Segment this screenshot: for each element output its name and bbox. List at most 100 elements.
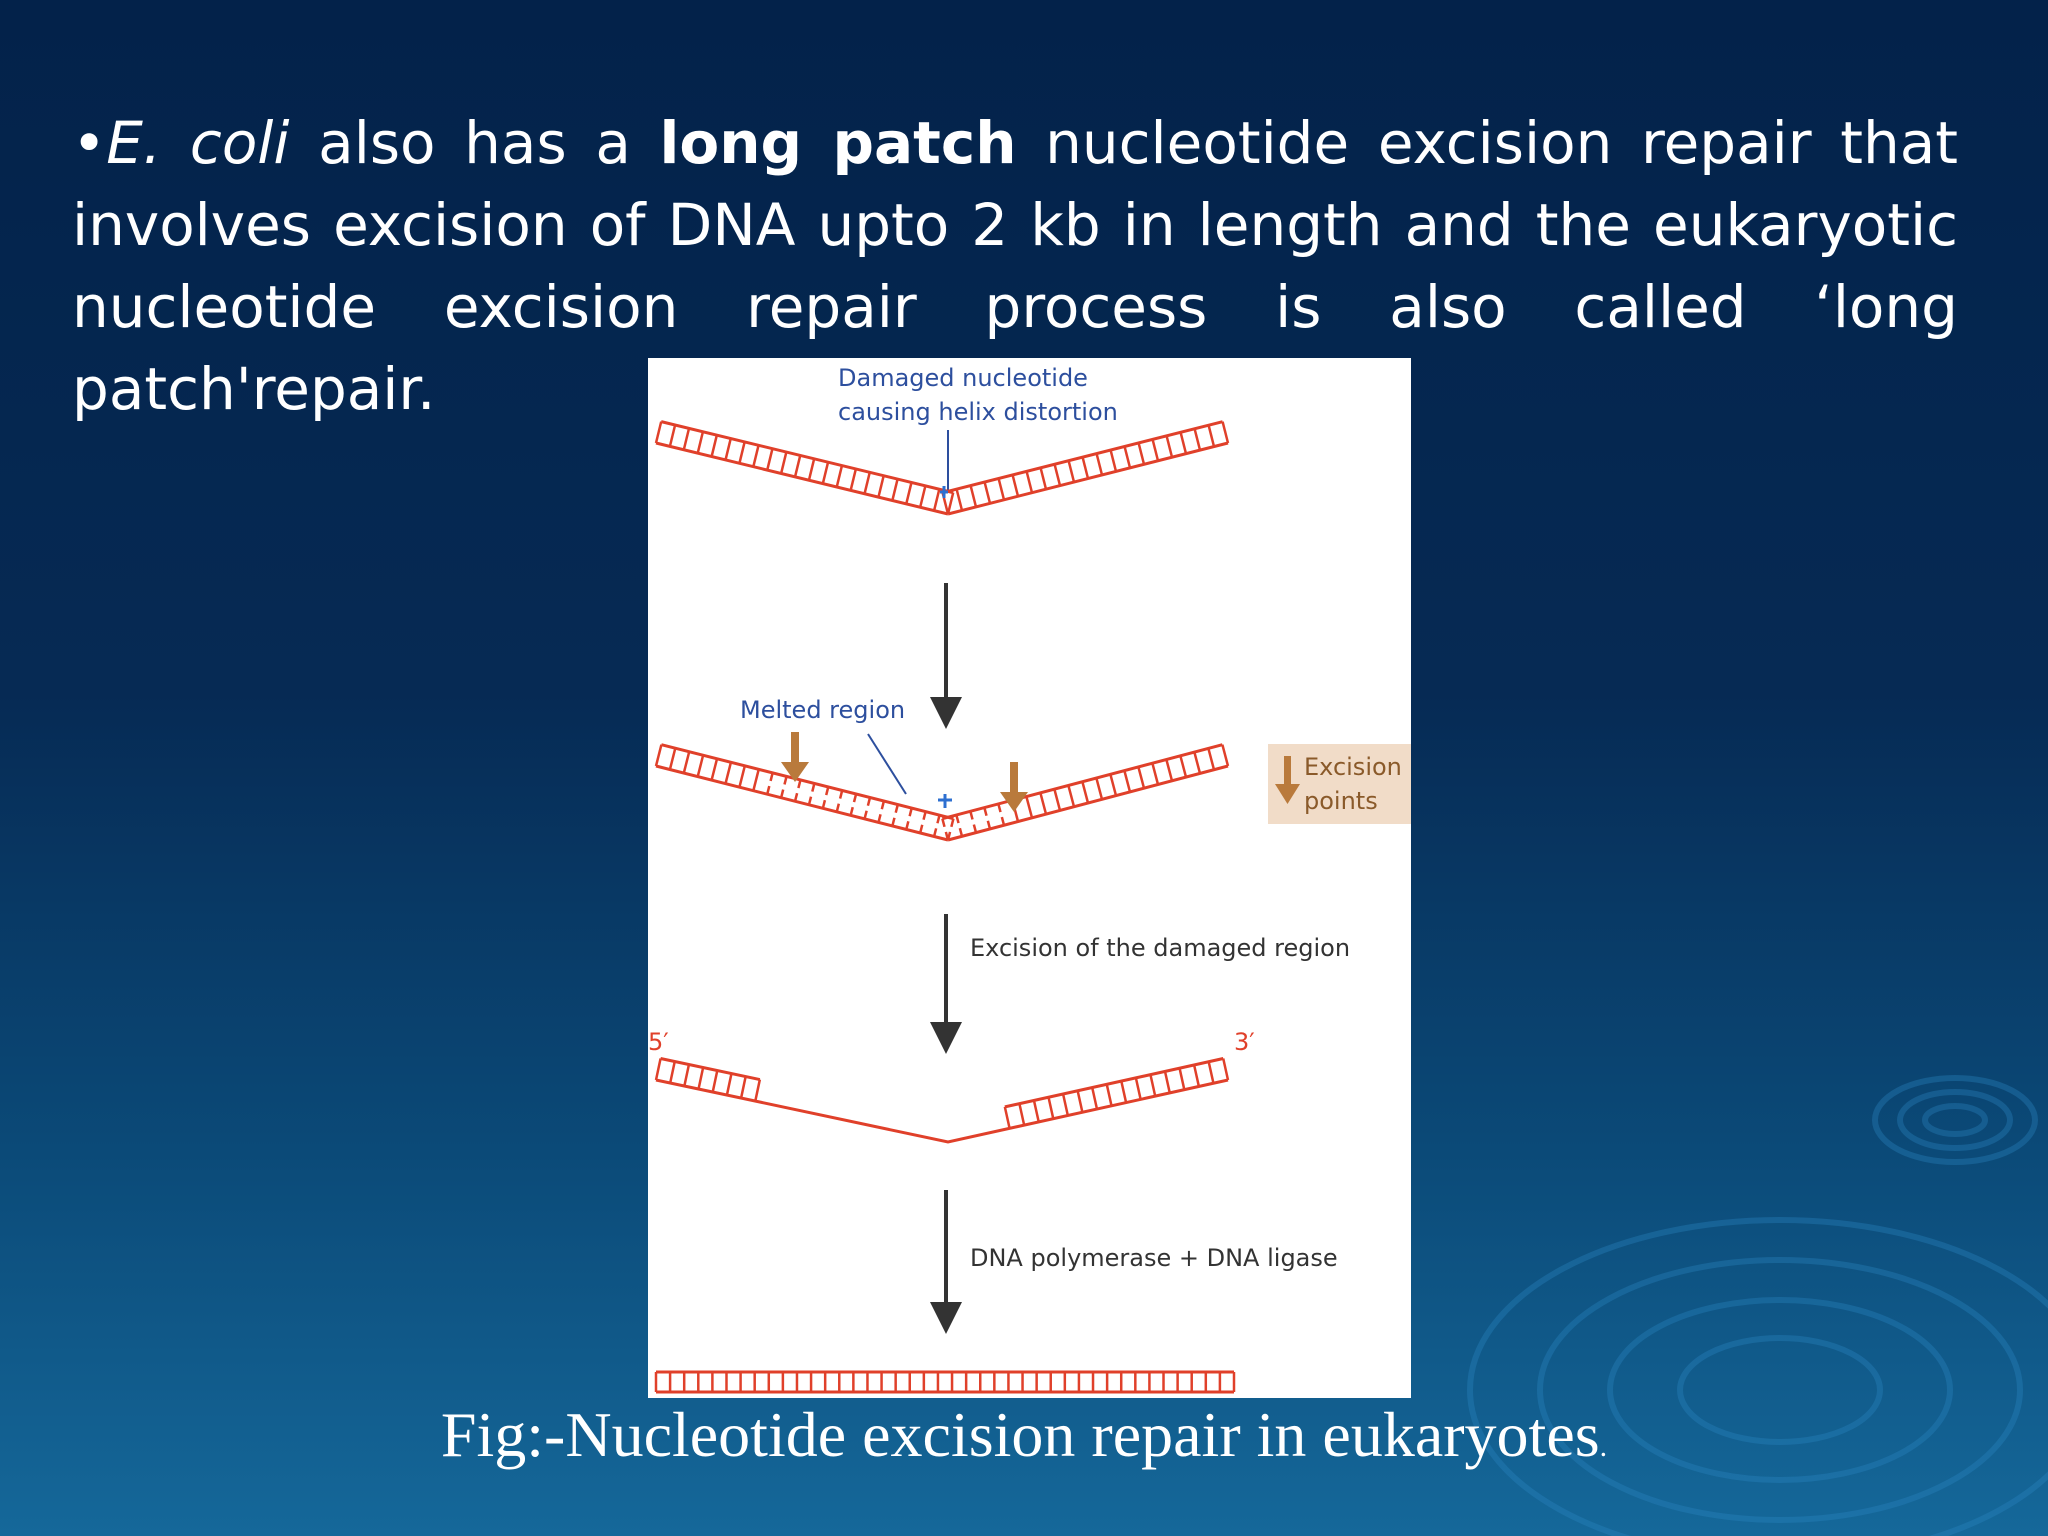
dna-rung	[891, 478, 899, 501]
dna-strand-bottom	[655, 441, 949, 516]
dna-rung	[654, 421, 663, 444]
excision-arrow-right	[1000, 762, 1028, 812]
dna-rung-half	[891, 817, 896, 827]
dna-rung	[696, 754, 705, 777]
three-prime-label: 3′	[1234, 1028, 1255, 1056]
melted-pointer-line	[867, 733, 907, 795]
dna-rung-half	[908, 807, 913, 817]
dna-rung-half	[849, 806, 854, 816]
dna-rung	[1123, 446, 1132, 469]
dna-rung	[752, 444, 760, 467]
dna-rung	[1081, 781, 1090, 804]
damage-mark-2	[938, 794, 952, 808]
dna-rung	[1165, 435, 1174, 458]
dna-rung-half	[852, 793, 858, 803]
dna-rung-half	[866, 797, 872, 806]
dna-rung	[1081, 456, 1090, 479]
dna-rung-half	[932, 828, 938, 837]
dna-rung	[682, 428, 691, 451]
dna-rung-half	[793, 792, 799, 802]
polymerase-ligase-label: DNA polymerase + DNA ligase	[970, 1244, 1338, 1272]
dna-rung	[1018, 1103, 1026, 1126]
dna-bent-melted	[654, 743, 1230, 842]
dna-rung-half	[838, 790, 844, 799]
damage-label-line2: causing helix distortion	[838, 398, 1118, 426]
dna-rung-half	[797, 779, 802, 789]
dna-rung	[725, 1073, 733, 1096]
dna-rung	[946, 492, 955, 515]
dna-rung	[654, 1058, 662, 1081]
dna-rung-half	[880, 800, 886, 810]
dna-rung	[932, 488, 941, 511]
dna-rung	[997, 478, 1006, 501]
dna-rung-half	[986, 820, 992, 830]
damage-mark	[940, 486, 948, 498]
dna-rung	[969, 485, 978, 508]
dna-bottom-strand-continuous	[655, 1078, 1229, 1144]
text-part-1: also has a	[289, 109, 660, 177]
dna-rung	[1011, 474, 1020, 497]
dna-rung	[863, 472, 871, 495]
dna-rung-half	[783, 776, 788, 785]
dna-rung-half	[918, 824, 924, 834]
dna-rung	[1025, 796, 1034, 819]
dna-rung-half	[821, 799, 827, 809]
bold-term: long patch	[659, 109, 1017, 177]
dna-strand-top	[661, 743, 954, 821]
dna-rung	[1222, 1058, 1230, 1081]
dna-rung-half	[922, 811, 927, 821]
excision-legend-arrow	[1275, 756, 1300, 804]
dna-rung	[1221, 744, 1230, 767]
dna-rung	[877, 475, 885, 498]
dna-rung-half	[863, 810, 868, 820]
dna-rung	[1053, 788, 1062, 811]
dna-rung	[1039, 792, 1048, 815]
dna-rung	[724, 761, 733, 784]
dna-strand-top	[942, 420, 1223, 495]
dna-rung	[696, 431, 705, 454]
dna-rung-half	[766, 785, 771, 795]
dna-rung	[1221, 421, 1230, 444]
excision-arrow-left	[781, 732, 809, 782]
dna-rung	[835, 465, 844, 488]
dna-rung-half	[997, 803, 1002, 813]
text-part-2: nucleotide excision repair that involves…	[72, 109, 1958, 423]
dna-rung	[1137, 442, 1146, 465]
dna-rung	[905, 482, 913, 505]
dna-rung	[1109, 449, 1118, 472]
dna-rung	[1095, 777, 1104, 800]
dna-rung	[1137, 766, 1146, 789]
dna-gapped	[654, 1057, 1230, 1144]
dna-rung	[724, 438, 732, 461]
dna-rung	[766, 448, 774, 471]
dna-rung	[1193, 428, 1202, 451]
excision-legend-line2: points	[1304, 787, 1378, 815]
dna-rung	[1151, 762, 1160, 785]
dna-strand-top	[660, 420, 954, 495]
dna-rung	[1105, 1084, 1113, 1107]
species-name: E. coli	[106, 109, 290, 177]
dna-rung-half	[811, 783, 816, 792]
dna-rung-half	[941, 818, 946, 828]
dna-rung-half	[807, 796, 813, 806]
dna-rung	[668, 1061, 676, 1084]
excision-step-label: Excision of the damaged region	[970, 934, 1350, 962]
dna-rung-half	[972, 824, 978, 833]
dna-rung	[1151, 439, 1160, 462]
dna-rung	[1053, 463, 1062, 486]
dna-rung-half	[969, 811, 974, 820]
dna-rung	[710, 434, 719, 457]
dna-rung	[1207, 424, 1216, 447]
dna-rung	[779, 451, 788, 474]
dna-top-strand-fragment	[660, 1057, 761, 1082]
dna-rung-half	[905, 821, 910, 830]
dna-rung	[754, 1079, 762, 1102]
dna-rung-half	[835, 803, 841, 813]
dna-rung	[1109, 774, 1118, 796]
dna-rung	[1025, 471, 1034, 494]
dna-rung	[1179, 755, 1188, 778]
dna-rung-half	[894, 804, 899, 813]
figure-caption: Fig:-Nucleotide excision repair in eukar…	[0, 1398, 2048, 1472]
dna-rung	[807, 458, 816, 481]
